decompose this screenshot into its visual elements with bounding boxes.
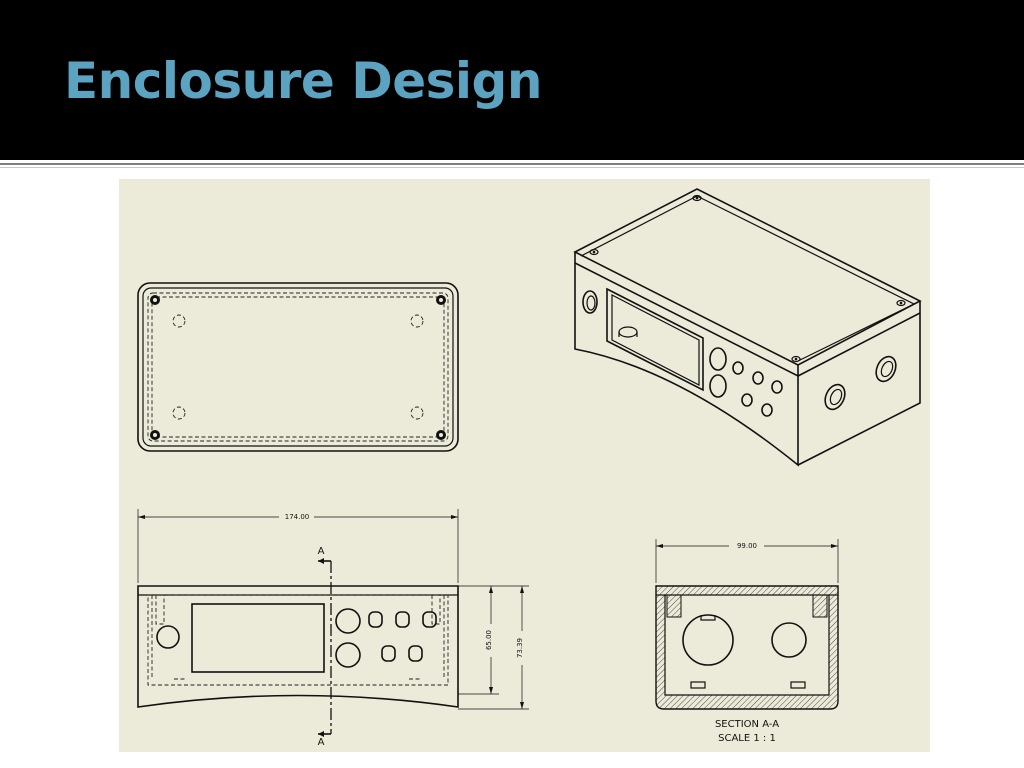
title-bar: Enclosure Design (0, 0, 1024, 160)
section-caption: SECTION A-A (715, 719, 779, 730)
title-divider-line (0, 163, 1024, 165)
slide-title: Enclosure Design (64, 52, 542, 110)
corner-screw-holes (150, 295, 446, 440)
section-marker-top: A (318, 546, 325, 557)
section-scale-caption: SCALE 1 : 1 (718, 733, 776, 744)
mounting-bosses-hidden (172, 314, 424, 420)
front-width-dimension: 174.00 (285, 513, 310, 521)
engineering-drawing-sheet: 174.00 A A (119, 179, 930, 752)
title-divider-line-secondary (0, 167, 1024, 168)
drawing-canvas: 174.00 A A (137, 188, 922, 748)
front-view: 174.00 A A (137, 509, 529, 748)
section-depth-dimension: 99.00 (737, 542, 757, 550)
inner-height-dimension: 65.00 (485, 630, 493, 650)
section-view: 99.00 SECTION A-A SCALE 1 : 1 (655, 539, 839, 744)
outer-height-dimension: 73.39 (516, 638, 524, 658)
top-view (137, 282, 459, 452)
section-marker-bottom: A (318, 737, 325, 748)
isometric-view (573, 188, 922, 467)
